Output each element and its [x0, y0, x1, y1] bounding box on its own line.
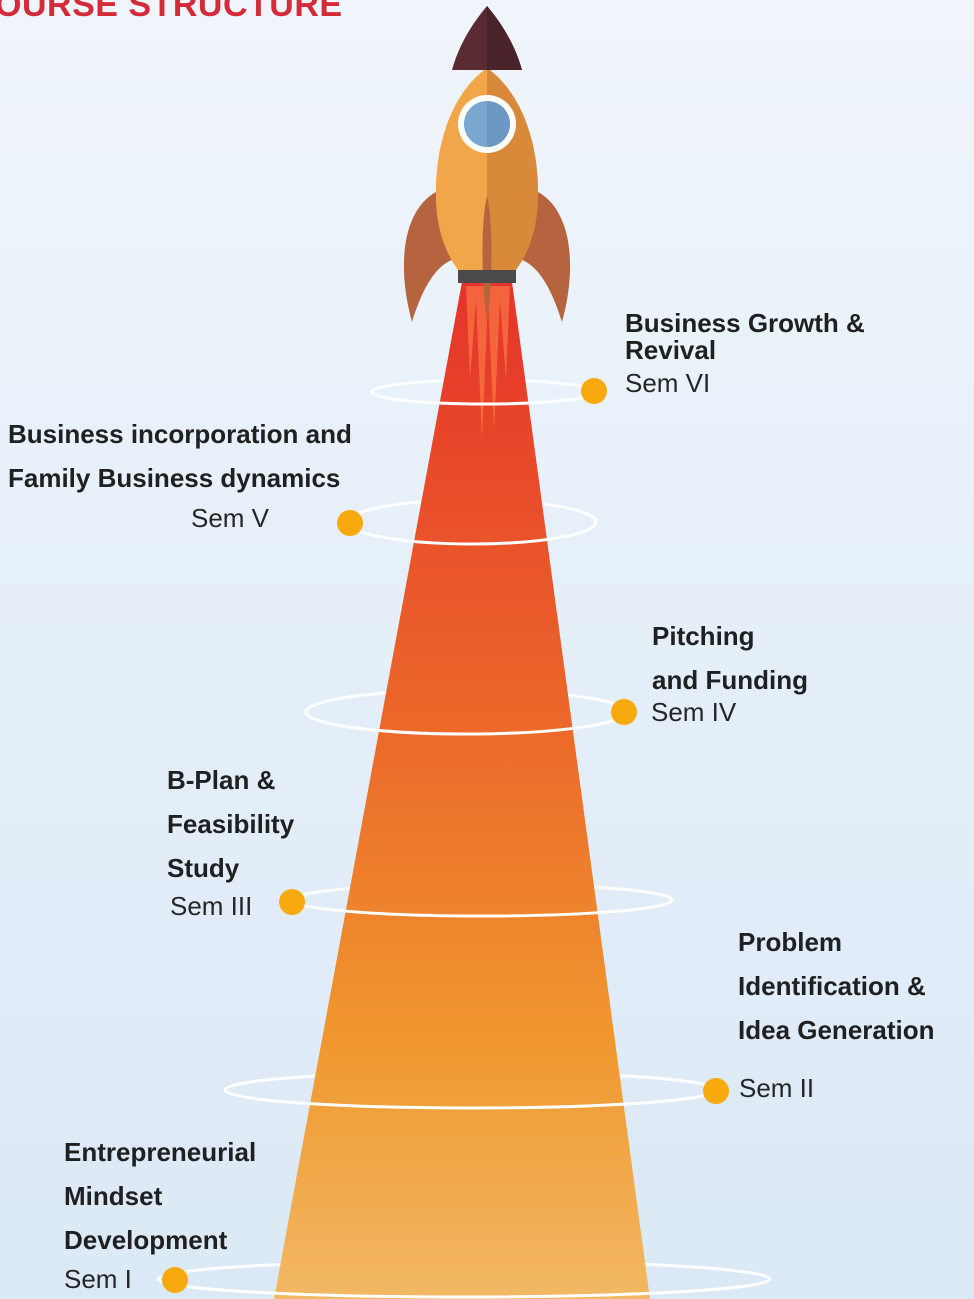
semester-label: Sem VI: [625, 368, 711, 398]
stage-title: Pitching and Funding: [652, 614, 808, 702]
stage-title-line: Business incorporation and: [8, 419, 352, 449]
stage-sem-4: Pitching and Funding: [652, 614, 808, 702]
semester-label: Sem IV: [651, 697, 737, 727]
flame-streaks: [466, 286, 510, 440]
stage-title: Business incorporation and Family Busine…: [8, 412, 352, 500]
stage-title-line: Mindset: [64, 1181, 163, 1211]
stage-sem-1: Entrepreneurial Mindset Development: [64, 1130, 256, 1262]
semester-label: Sem III: [170, 891, 253, 921]
stage-title: B-Plan & Feasibility Study: [167, 758, 294, 890]
stage-title: Entrepreneurial Mindset Development: [64, 1130, 256, 1262]
page-title: COURSE STRUCTURE: [0, 0, 343, 24]
stage-title: Problem Identification & Idea Generation: [738, 920, 935, 1052]
stage-sem-3: B-Plan & Feasibility Study: [167, 758, 294, 890]
stage-title-line: Idea Generation: [738, 1015, 935, 1045]
semester-label: Sem II: [739, 1073, 815, 1103]
stage-sem-6: Business Growth & Revival Sem VI: [625, 310, 865, 399]
milestone-dot: [703, 1078, 729, 1104]
rocket-exhaust-band: [458, 270, 516, 283]
stage-sem-2: Problem Identification & Idea Generation: [738, 920, 935, 1052]
milestone-dot: [279, 889, 305, 915]
stage-title-line: B-Plan &: [167, 765, 276, 795]
stage-title-line: Feasibility: [167, 809, 295, 839]
stage-title-line: Identification &: [738, 971, 926, 1001]
rocket-center-fin: [482, 196, 492, 322]
milestone-dot: [611, 699, 637, 725]
stage-title-line: Family Business dynamics: [8, 463, 341, 493]
stage-title-line: Study: [167, 853, 240, 883]
semester-label: Sem V: [191, 503, 270, 533]
milestone-dot: [581, 378, 607, 404]
exhaust-flame: [274, 282, 650, 1299]
stage-title-line: Entrepreneurial: [64, 1137, 257, 1167]
stage-title-line: Problem: [738, 927, 843, 957]
stage-title-line: Pitching: [652, 621, 755, 651]
stage-title-line: Revival: [625, 335, 717, 365]
stage-title-line: Business Growth &: [625, 308, 865, 338]
milestone-dot: [337, 510, 363, 536]
milestone-dot: [162, 1267, 188, 1293]
stage-sem-5: Business incorporation and Family Busine…: [8, 412, 352, 500]
stage-title-line: Development: [64, 1225, 228, 1255]
semester-label: Sem I: [64, 1264, 132, 1294]
stage-title-line: and Funding: [652, 665, 808, 695]
stage-title: Business Growth & Revival: [625, 310, 865, 364]
